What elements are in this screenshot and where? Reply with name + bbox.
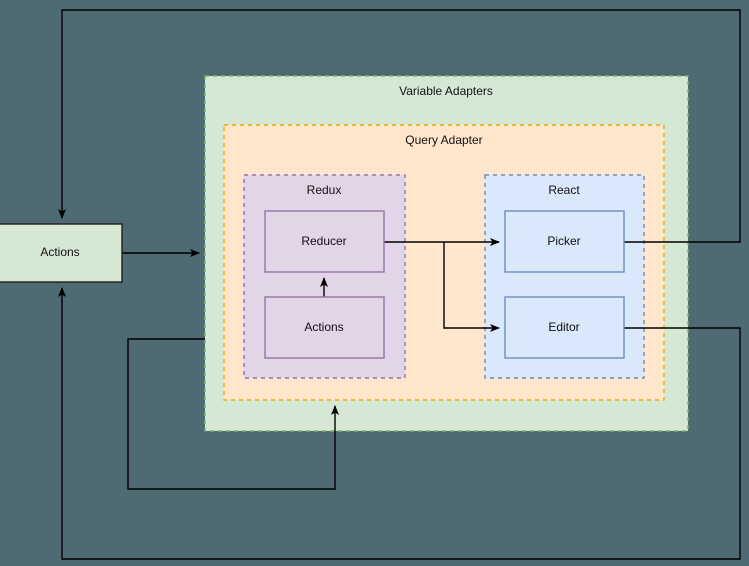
edge-edge-feedback-to-query-adapter[interactable]: [127, 338, 339, 490]
node-actions-redux[interactable]: Actions: [264, 296, 385, 359]
node-actions-external[interactable]: Actions: [0, 223, 123, 283]
group-label-react: React: [548, 183, 580, 197]
node-box-actions-redux: [264, 296, 385, 359]
node-box-editor: [504, 296, 625, 359]
node-picker[interactable]: Picker: [504, 210, 625, 273]
node-reducer[interactable]: Reducer: [264, 210, 385, 273]
group-label-redux: Redux: [307, 183, 342, 197]
node-editor[interactable]: Editor: [504, 296, 625, 359]
group-label-query-adapter: Query Adapter: [405, 133, 482, 147]
node-label-actions-external: Actions: [40, 245, 79, 259]
edge-edge-reducer-to-editor[interactable]: [443, 242, 500, 332]
node-box-picker: [504, 210, 625, 273]
node-box-reducer: [264, 210, 385, 273]
node-box-actions-external: [0, 223, 123, 283]
node-label-actions-redux: Actions: [304, 320, 343, 334]
node-label-editor: Editor: [548, 320, 579, 334]
edge-edge-editor-to-actions-bottom[interactable]: [58, 287, 741, 560]
node-label-reducer: Reducer: [301, 234, 346, 248]
edges: [58, 9, 741, 560]
edge-edge-picker-to-actions-top[interactable]: [58, 9, 741, 243]
group-label-variable-adapters: Variable Adapters: [399, 84, 493, 98]
node-label-picker: Picker: [547, 234, 580, 248]
